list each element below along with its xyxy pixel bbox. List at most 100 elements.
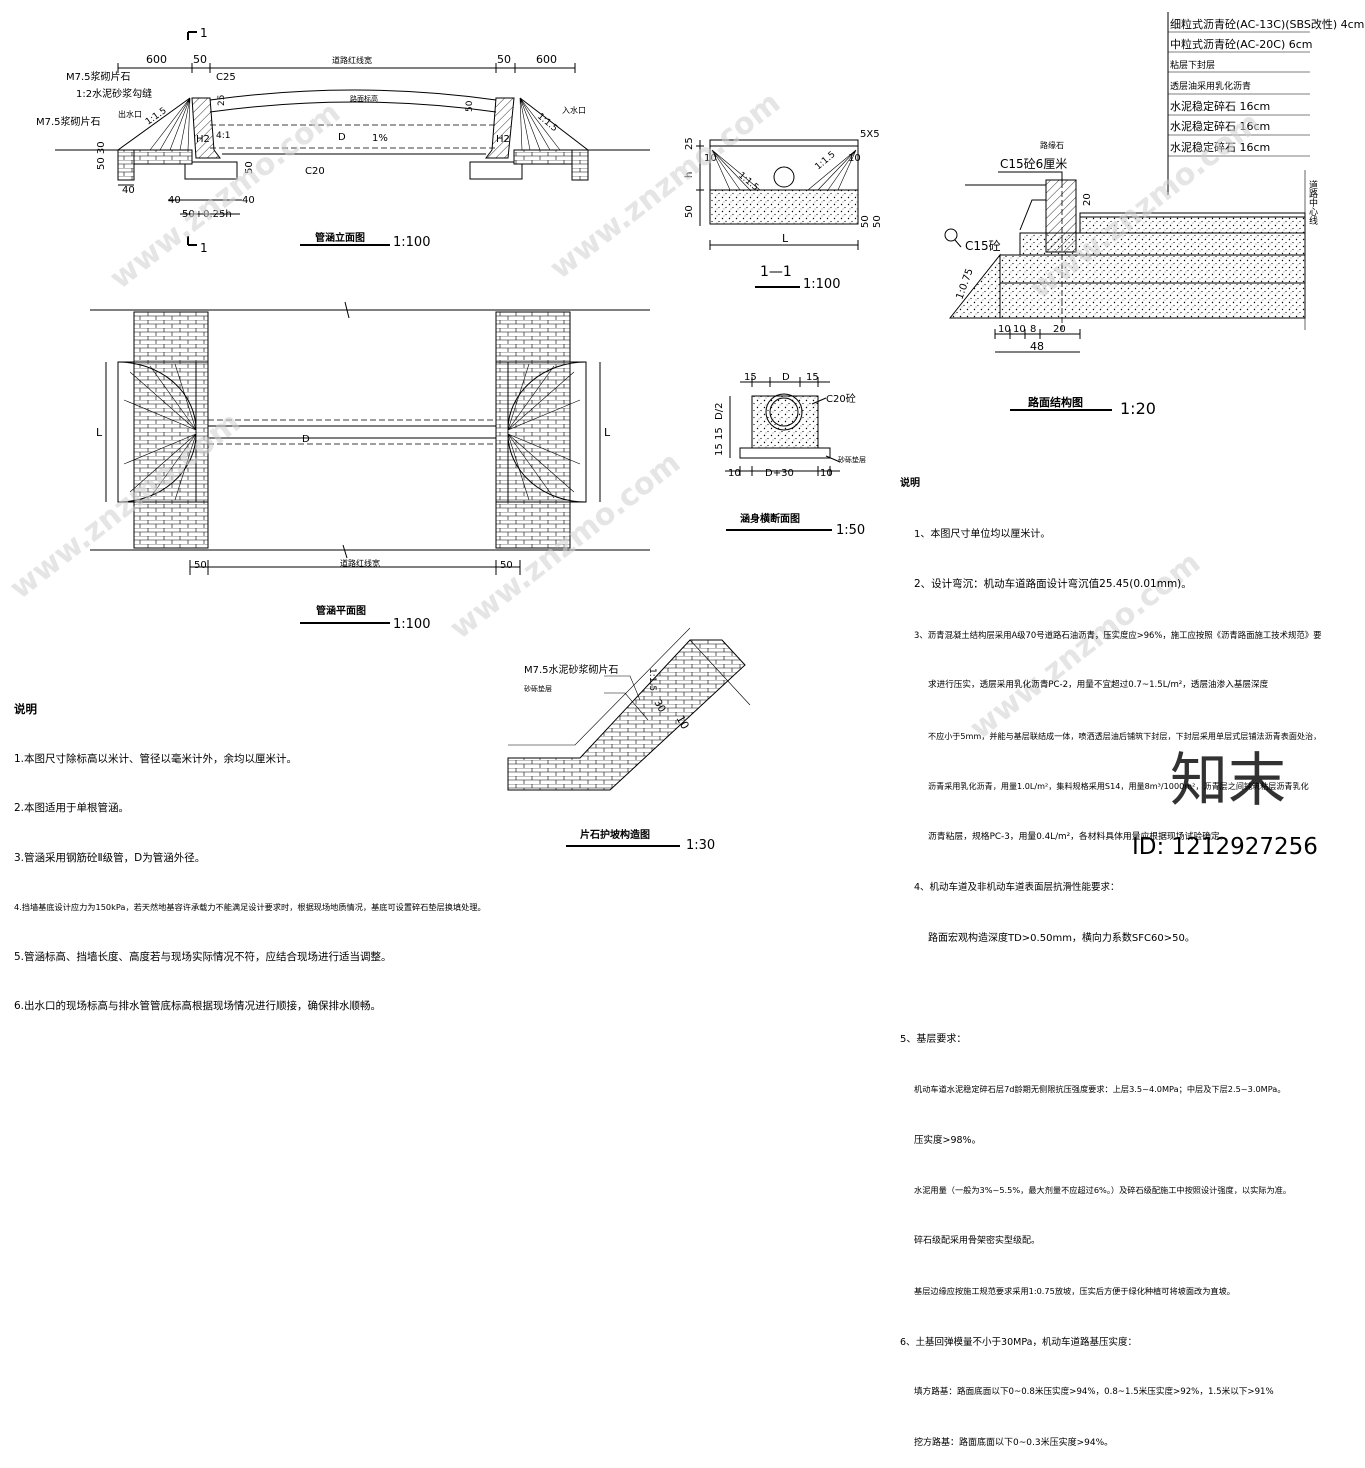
- notes-right-line-5: 不应小于5mm，并能与基层联结成一体，喷洒透层油后铺筑下封层，下封层采用单层式层…: [928, 730, 1322, 741]
- cs-scale: 1:50: [836, 523, 865, 538]
- notes-left-item-2: 2.本图适用于单根管涵。: [14, 802, 130, 814]
- notes-right-line-19: 挖方路基：路面底面以下0~0.3米压实度>94%。: [914, 1437, 1114, 1448]
- s11-sides: [709, 146, 859, 190]
- notes-right-line-16: 基层边缘应按施工规范要求采用1:0.75放坡，压实后方便于绿化种植可将坡面改为直…: [914, 1286, 1235, 1296]
- section-1-1: 1:1.5 1:1.5 5X5 25 h 50 10 10 50 50 L 1—…: [684, 129, 883, 292]
- cs-c20: C20砼: [826, 392, 856, 405]
- notes-left-heading: 说明: [14, 702, 37, 716]
- dim-40c: 40: [242, 195, 255, 206]
- cs-sand: [739, 447, 831, 459]
- pave-layer-0: 细粒式沥青砼(AC-13C)(SBS改性) 4cm: [1170, 17, 1364, 31]
- pave-dim-10b: 10: [1013, 324, 1026, 335]
- label-41: 4:1: [216, 131, 230, 141]
- plan-road-width: 道路红线宽: [340, 558, 380, 568]
- plan-side-dims: [105, 362, 601, 502]
- cs-sand-label: 砂砾垫层: [838, 455, 866, 464]
- pave-c15-leader: [998, 171, 1063, 182]
- stone-m75: M7.5水泥砂浆砌片石: [524, 663, 619, 676]
- plan-title: 管涵平面图: [316, 604, 366, 617]
- notes-right-line-2: 2、设计弯沉：机动车道路面设计弯沉值25.45(0.01mm)。: [914, 578, 1192, 590]
- elevation-view: 1 1 600 50 50 600 道路红线宽: [36, 26, 650, 255]
- s11-5x5: 5X5: [860, 129, 880, 140]
- cs-title: 涵身横断面图: [740, 512, 800, 525]
- cs-dim-15b: 15: [806, 372, 819, 383]
- s11-dim-50r: 50: [860, 215, 871, 228]
- pipe-outline: [210, 124, 496, 149]
- label-m75-slope: M7.5浆砌片石: [36, 115, 101, 128]
- s11-scale: 1:100: [803, 277, 840, 292]
- pave-bottom-dims: [994, 329, 1081, 339]
- watermark-site-4: www.znzmo.com: [3, 405, 247, 606]
- notes-right-line-10: [900, 980, 1350, 997]
- notes-left-item-5: 5.管涵标高、挡墙长度、高度若与现场实际情况不符，应结合现场进行适当调整。: [14, 950, 392, 963]
- road-surface-lower: [209, 101, 497, 113]
- plan-fan-lines: [123, 363, 581, 501]
- notes-right-line-1: 1、本图尺寸单位均以厘米计。: [914, 528, 1051, 540]
- plan-headwall-left: [195, 361, 209, 503]
- label-m75: M7.5浆砌片石: [66, 70, 131, 83]
- plan-view: L L D 50 50 道路红线宽 管涵平面图 1:100: [90, 301, 650, 632]
- magnifier-handle: [954, 239, 962, 248]
- pave-layer-4: 水泥稳定碎石 16cm: [1170, 99, 1270, 113]
- s11-dim-h: h: [684, 172, 695, 178]
- pave-title: 路面结构图: [1028, 395, 1083, 409]
- plan-pipe-inner: [208, 425, 496, 439]
- s11-slope-right: 1:1.5: [814, 150, 838, 172]
- dim-600-right: 600: [536, 53, 557, 66]
- notes-right-line-15: 碎石级配采用骨架密实型级配。: [914, 1235, 1041, 1246]
- cs-dim-D2: D/2: [714, 403, 725, 420]
- pave-centerline: 道路中心线: [1307, 179, 1318, 225]
- notes-left-item-1: 1.本图尺寸除标高以米计、管径以毫米计外，余均以厘米计。: [14, 752, 298, 765]
- s11-fan-left: [711, 149, 761, 191]
- cs-top-dims: [740, 377, 830, 387]
- notes-right-line-12: 机动车道水泥稳定碎石层7d龄期无侧限抗压强度要求：上层3.5~4.0MPa；中层…: [914, 1084, 1286, 1094]
- s11-dim-L: L: [782, 232, 789, 245]
- cs-c20-leader: [811, 397, 827, 405]
- dim-600-left: 600: [146, 53, 167, 66]
- notes-left-item-4: 4.挡墙基底设计应力为150kPa，若天然地基容许承载力不能满足设计要求时，根据…: [14, 902, 486, 912]
- label-c20: C20: [305, 166, 325, 177]
- pave-layer-2: 粘层下封层: [1170, 59, 1215, 71]
- headwall-right: [485, 97, 515, 159]
- road-width-label: 道路红线宽: [332, 55, 372, 65]
- stone-dim-10: 10: [673, 713, 691, 732]
- cs-dim-D: D: [782, 372, 790, 383]
- cs-dim-10b: 10: [820, 468, 833, 479]
- plan-road-edges: [90, 309, 650, 551]
- notes-right-line-17: 6、土基回弹模量不小于30MPa，机动车道路基压实度：: [900, 1336, 1137, 1348]
- notes-right-line-11: 5、基层要求：: [900, 1033, 967, 1045]
- pave-layer-5: 水泥稳定碎石 16cm: [1170, 119, 1270, 133]
- elevation-scale: 1:100: [393, 235, 430, 250]
- road-surface: [209, 89, 497, 101]
- cs-dim-10a: 10: [728, 468, 741, 479]
- pave-dim-20: 20: [1082, 193, 1093, 206]
- notes-right-line-9: 路面宏观构造深度TD>0.50mm，横向力系数SFC60>50。: [928, 932, 1195, 944]
- cs-dim-15c: 15: [714, 427, 725, 440]
- stone-slope-ratio: 1:1.5: [647, 668, 657, 691]
- dim-50-left: 50: [193, 53, 207, 66]
- label-25: 25: [217, 95, 227, 106]
- stone-leaders: [604, 675, 649, 721]
- plan-dim-50b: 50: [500, 560, 513, 571]
- pave-layer-d: [999, 282, 1306, 319]
- notes-right-line-8: 4、机动车道及非机动车道表面层抗滑性能要求：: [914, 882, 1120, 893]
- bottom-dims: [118, 184, 242, 215]
- pave-ground: [965, 184, 1046, 231]
- notes-right-line-14: 水泥用量（一般为3%~5.5%，最大剂量不应超过6%。）及碎石级配施工中按照设计…: [914, 1185, 1292, 1195]
- footing-right: [469, 161, 523, 180]
- s11-title: 1—1: [760, 264, 792, 280]
- label-50-side: 50: [244, 161, 255, 174]
- ground-line: [55, 97, 650, 151]
- plan-apron-right: [495, 311, 571, 549]
- cs-concrete: [751, 395, 819, 449]
- cs-sand-leader: [825, 455, 841, 463]
- dim-40b: 40: [168, 195, 181, 206]
- s11-dim-10b: 10: [848, 153, 861, 164]
- magnifier-icon: [944, 228, 958, 242]
- section-mark-bottom: [187, 236, 197, 246]
- footing-left: [184, 161, 238, 180]
- label-d: D: [338, 132, 346, 143]
- elevation-title: 管涵立面图: [315, 231, 365, 244]
- label-cap: 1:2水泥砂浆勾缝: [76, 87, 152, 100]
- label-h2-left: H2: [196, 134, 210, 145]
